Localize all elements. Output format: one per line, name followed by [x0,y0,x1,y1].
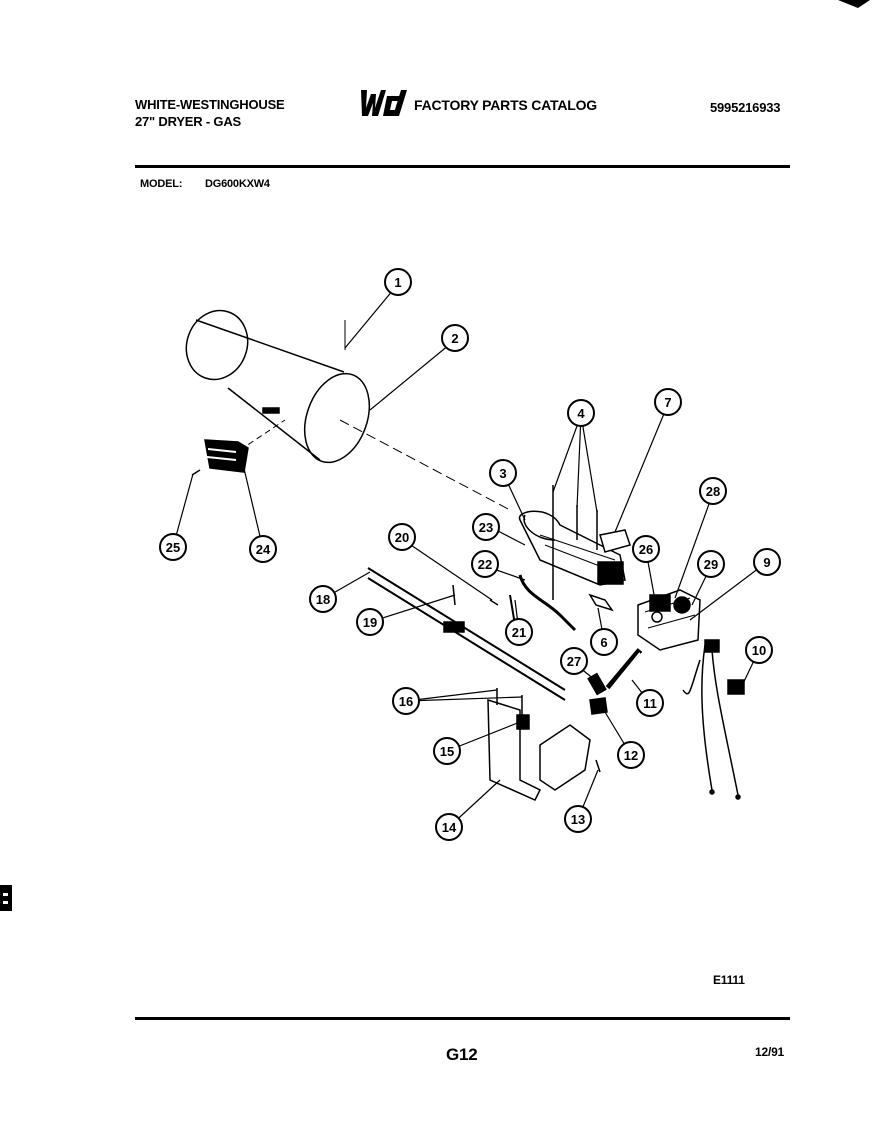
callout-7: 7 [654,388,682,416]
footer-rule [135,1017,790,1020]
mounting-bracket [487,688,591,801]
svg-text:25: 25 [166,540,180,555]
svg-text:15: 15 [440,744,454,759]
svg-text:3: 3 [499,466,506,481]
svg-text:4: 4 [577,406,585,421]
svg-text:27: 27 [567,654,581,669]
svg-text:13: 13 [571,812,585,827]
svg-text:23: 23 [479,520,493,535]
page-number: G12 [446,1045,478,1064]
wiring-harness [682,639,745,800]
wci-logo [361,90,407,116]
callout-9: 9 [753,548,781,576]
brand-name: WHITE-WESTINGHOUSE [135,97,285,112]
svg-text:2: 2 [451,331,458,346]
callout-26: 26 [632,535,660,563]
callout-21: 21 [505,618,533,646]
drum [185,309,371,464]
catalog-date: 12/91 [755,1045,785,1059]
callout-27: 27 [560,647,588,675]
callout-23: 23 [472,513,500,541]
callouts: 1 2 3 4 6 7 9 10 11 12 13 14 15 16 18 19… [159,268,781,841]
svg-text:20: 20 [395,530,409,545]
svg-text:24: 24 [256,542,271,557]
callout-28: 28 [699,477,727,505]
svg-text:28: 28 [706,484,720,499]
svg-text:7: 7 [664,395,671,410]
catalog-title: FACTORY PARTS CATALOG [414,97,597,113]
callout-15: 15 [433,737,461,765]
product-name: 27" DRYER - GAS [135,114,241,129]
svg-text:14: 14 [442,820,457,835]
svg-text:21: 21 [512,625,526,640]
corner-mark [838,0,870,8]
burner-tube [367,567,566,701]
svg-text:19: 19 [363,615,377,630]
callout-1: 1 [384,268,412,296]
diagram-code: E1111 [713,973,745,987]
svg-text:26: 26 [639,542,653,557]
callout-3: 3 [489,459,517,487]
callout-14: 14 [435,813,463,841]
callout-25: 25 [159,533,187,561]
callout-22: 22 [471,550,499,578]
edge-mark [0,885,12,911]
callout-29: 29 [697,550,725,578]
svg-text:9: 9 [763,555,770,570]
svg-text:12: 12 [624,748,638,763]
catalog-part-number: 5995216933 [710,100,781,115]
svg-text:1: 1 [394,275,401,290]
callout-11: 11 [636,689,664,717]
svg-text:6: 6 [600,635,607,650]
model-label: MODEL: [140,178,183,190]
callout-24: 24 [249,535,277,563]
model-number: DG600KXW4 [205,178,270,190]
callout-16: 16 [392,687,420,715]
burner-assembly [518,485,631,612]
svg-text:18: 18 [316,592,330,607]
svg-text:29: 29 [704,557,718,572]
svg-text:10: 10 [752,643,766,658]
gas-valve [637,589,701,651]
callout-2: 2 [441,324,469,352]
svg-text:16: 16 [399,694,413,709]
callout-18: 18 [309,585,337,613]
drum-bracket-24 [204,419,286,473]
callout-19: 19 [356,608,384,636]
callout-13: 13 [564,805,592,833]
callout-6: 6 [590,628,618,656]
callout-20: 20 [388,523,416,551]
svg-text:22: 22 [478,557,492,572]
callout-10: 10 [745,636,773,664]
svg-text:11: 11 [643,696,657,711]
header-rule [135,165,790,168]
callout-4: 4 [567,399,595,427]
callout-12: 12 [617,741,645,769]
